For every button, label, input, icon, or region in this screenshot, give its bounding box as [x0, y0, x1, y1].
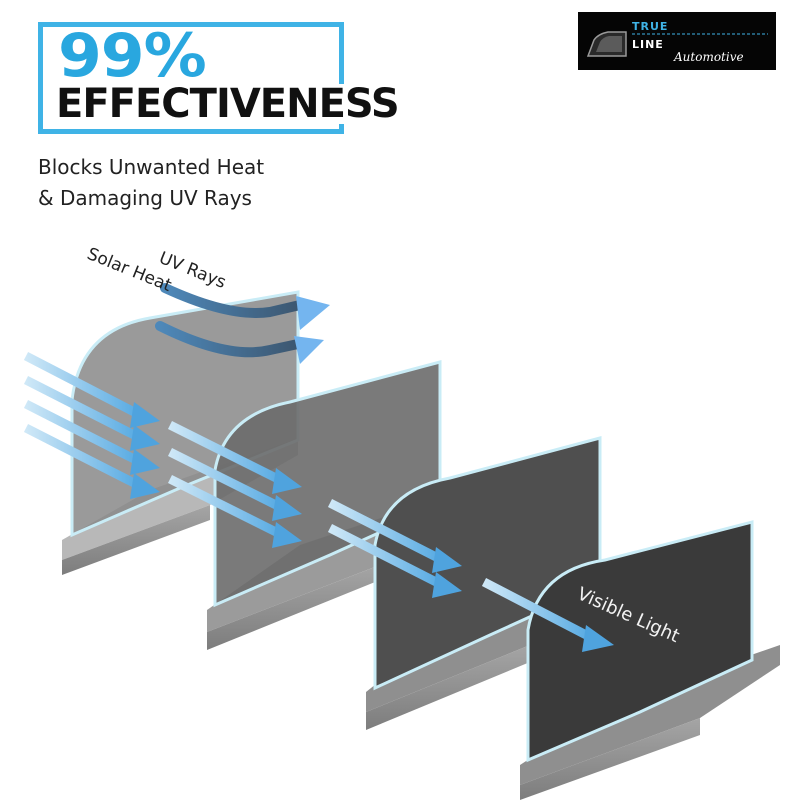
- car-window-icon: [586, 31, 768, 57]
- logo-automotive: Automotive: [674, 50, 744, 64]
- headline-effectiveness: EFFECTIVENESS: [54, 81, 401, 127]
- logo-true: TRUE: [632, 20, 669, 33]
- subtitle-line-1: Blocks Unwanted Heat: [38, 155, 265, 179]
- arrow-visible-light: [481, 578, 614, 652]
- brand-logo: TRUE LINE Automotive: [578, 12, 776, 70]
- subtitle-line-2: & Damaging UV Rays: [38, 186, 252, 210]
- subtitle: Blocks Unwanted Heat & Damaging UV Rays: [38, 152, 358, 214]
- arrows-stage-2: [167, 420, 302, 548]
- label-solar-heat: Solar Heat: [84, 244, 174, 296]
- arrows-stage-3: [327, 498, 462, 598]
- headline-percent: 99%: [58, 21, 207, 91]
- logo-line: LINE: [632, 38, 664, 51]
- incoming-arrows-stage-1: [23, 352, 160, 499]
- glass-panel-4: [520, 520, 780, 800]
- glass-panel-3: [366, 436, 610, 730]
- reflected-ray-arrows: [155, 283, 330, 364]
